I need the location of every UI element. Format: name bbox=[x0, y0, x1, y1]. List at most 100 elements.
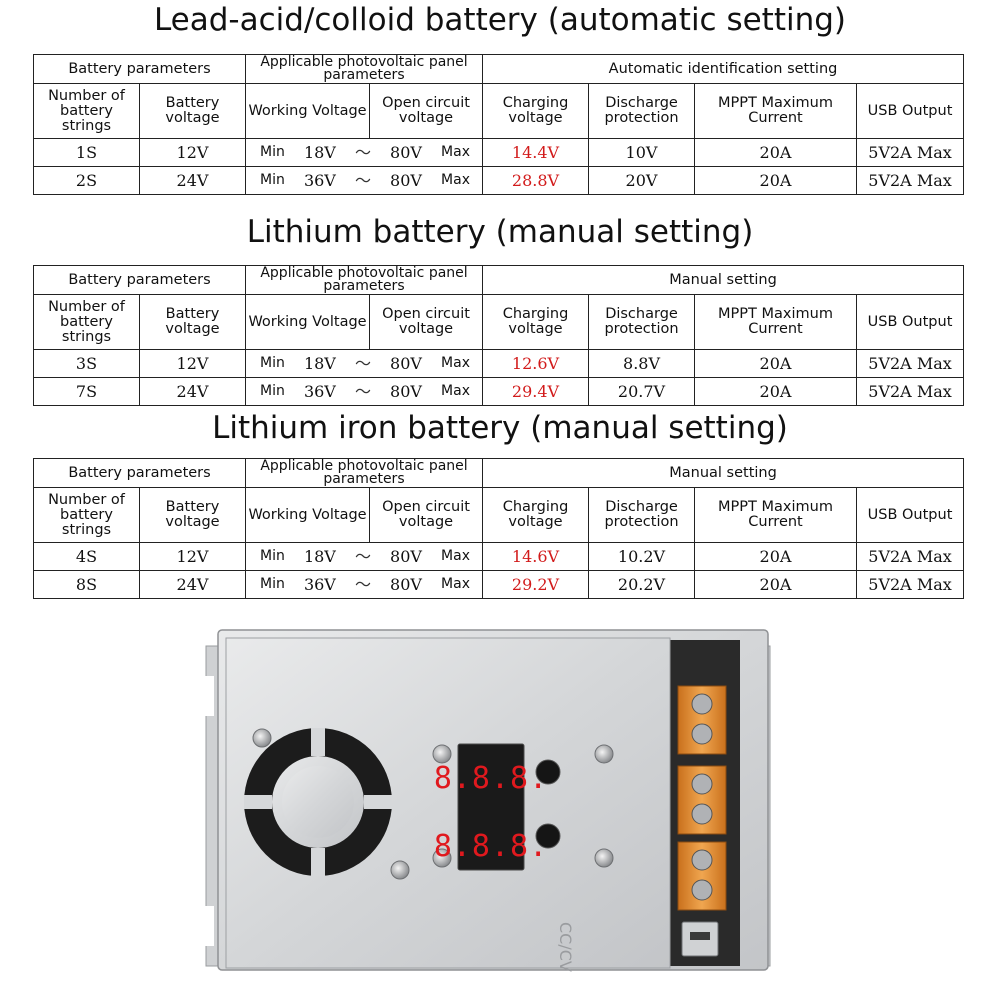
set-button[interactable] bbox=[535, 759, 561, 785]
cell-discharge: 20V bbox=[588, 166, 696, 195]
group-header-battery: Battery parameters bbox=[32, 458, 247, 488]
group-header-pv: Applicable photovoltaic panel parameters bbox=[245, 458, 484, 488]
cell-pv-range: Min 36V ～ 80V Max bbox=[245, 570, 484, 599]
cell-usb: 5V2A Max bbox=[856, 138, 965, 167]
cell-voltage: 12V bbox=[138, 542, 247, 571]
col-header-voltage: Battery voltage bbox=[138, 294, 247, 350]
col-header-discharge: Discharge protection bbox=[588, 83, 696, 139]
cell-voltage: 12V bbox=[138, 138, 247, 167]
pv-max-value: 80V bbox=[390, 547, 422, 566]
pv-max-value: 80V bbox=[390, 382, 422, 401]
cell-usb: 5V2A Max bbox=[856, 570, 965, 599]
cell-usb: 5V2A Max bbox=[856, 349, 965, 378]
min-label: Min bbox=[260, 576, 285, 592]
cell-pv-range: Min 36V ～ 80V Max bbox=[245, 377, 484, 406]
cell-charging: 14.6V bbox=[482, 542, 590, 571]
cell-strings: 1S bbox=[33, 138, 140, 167]
cell-strings: 7S bbox=[33, 377, 140, 406]
lead-acid-table: Battery parameters Applicable photovolta… bbox=[32, 54, 965, 195]
cell-discharge: 20.7V bbox=[588, 377, 696, 406]
cell-pv-range: Min 18V ～ 80V Max bbox=[245, 138, 484, 167]
table-row: 4S 12V Min 18V ～ 80V Max 14.6V 10.2V 20A… bbox=[33, 542, 965, 571]
pv-max-value: 80V bbox=[390, 354, 422, 373]
cell-voltage: 12V bbox=[138, 349, 247, 378]
col-header-usb: USB Output bbox=[856, 487, 965, 543]
col-header-voltage: Battery voltage bbox=[138, 83, 247, 139]
pv-max-value: 80V bbox=[390, 575, 422, 594]
screw-icon bbox=[432, 848, 452, 868]
cell-strings: 4S bbox=[33, 542, 140, 571]
cell-charging: 14.4V bbox=[482, 138, 590, 167]
cell-pv-range: Min 36V ～ 80V Max bbox=[245, 166, 484, 195]
pv-min-value: 36V bbox=[303, 382, 336, 401]
pv-min-value: 18V bbox=[303, 143, 336, 162]
min-label: Min bbox=[260, 144, 285, 160]
range-tilde: ～ bbox=[354, 382, 371, 401]
screw-icon bbox=[594, 744, 614, 764]
table-row: 2S 24V Min 36V ～ 80V Max 28.8V 20V 20A 5… bbox=[33, 166, 965, 195]
col-header-usb: USB Output bbox=[856, 294, 965, 350]
col-header-discharge: Discharge protection bbox=[588, 294, 696, 350]
min-label: Min bbox=[260, 355, 285, 371]
cell-mppt: 20A bbox=[694, 377, 858, 406]
col-header-mppt: MPPT Maximum Current bbox=[694, 83, 858, 139]
cell-voltage: 24V bbox=[138, 377, 247, 406]
pv-min-value: 36V bbox=[303, 171, 336, 190]
cell-charging: 29.2V bbox=[482, 570, 590, 599]
col-header-charging: Charging voltage bbox=[482, 294, 590, 350]
screw-icon bbox=[390, 860, 410, 880]
display-digits: 8.8.8. bbox=[434, 829, 548, 864]
led-display bbox=[457, 743, 525, 871]
table-column-header-row: Number of battery strings Battery voltag… bbox=[33, 294, 965, 350]
cell-discharge: 10.2V bbox=[588, 542, 696, 571]
group-header-battery: Battery parameters bbox=[32, 265, 247, 295]
mode-button[interactable] bbox=[535, 823, 561, 849]
cell-discharge: 10V bbox=[588, 138, 696, 167]
col-header-open: Open circuit voltage bbox=[369, 294, 484, 350]
lithium-table: Battery parameters Applicable photovolta… bbox=[32, 265, 965, 406]
table-title-lithium-iron: Lithium iron battery (manual setting) bbox=[212, 410, 788, 446]
group-header-pv: Applicable photovoltaic panel parameters bbox=[245, 54, 484, 84]
col-header-strings: Number of battery strings bbox=[33, 83, 140, 139]
cell-pv-range: Min 18V ～ 80V Max bbox=[245, 542, 484, 571]
cell-mppt: 20A bbox=[694, 570, 858, 599]
group-header-setting: Manual setting bbox=[482, 458, 965, 488]
range-tilde: ～ bbox=[354, 354, 371, 373]
pv-min-value: 18V bbox=[303, 354, 336, 373]
group-header-setting: Automatic identification setting bbox=[482, 54, 965, 84]
terminal-block bbox=[677, 685, 727, 755]
pv-min-value: 18V bbox=[303, 547, 336, 566]
cell-strings: 2S bbox=[33, 166, 140, 195]
max-label: Max bbox=[441, 144, 470, 160]
group-header-setting: Manual setting bbox=[482, 265, 965, 295]
cell-mppt: 20A bbox=[694, 349, 858, 378]
table-group-header-row: Battery parameters Applicable photovolta… bbox=[32, 458, 965, 488]
max-label: Max bbox=[441, 548, 470, 564]
cell-usb: 5V2A Max bbox=[856, 166, 965, 195]
col-header-discharge: Discharge protection bbox=[588, 487, 696, 543]
range-tilde: ～ bbox=[354, 575, 371, 594]
terminal-block bbox=[677, 841, 727, 911]
cc-cv-label: CC/CV bbox=[556, 922, 575, 972]
col-header-strings: Number of battery strings bbox=[33, 487, 140, 543]
controller-product-photo: 8.8.8. 8.8.8. CC/CV bbox=[200, 629, 771, 972]
col-header-charging: Charging voltage bbox=[482, 487, 590, 543]
lithium-iron-table: Battery parameters Applicable photovolta… bbox=[32, 458, 965, 599]
col-header-working: Working Voltage bbox=[245, 487, 371, 543]
cell-strings: 3S bbox=[33, 349, 140, 378]
screw-icon bbox=[252, 728, 272, 748]
cell-usb: 5V2A Max bbox=[856, 542, 965, 571]
pv-max-value: 80V bbox=[390, 171, 422, 190]
col-header-open: Open circuit voltage bbox=[369, 83, 484, 139]
table-row: 1S 12V Min 18V ～ 80V Max 14.4V 10V 20A 5… bbox=[33, 138, 965, 167]
cell-strings: 8S bbox=[33, 570, 140, 599]
range-tilde: ～ bbox=[354, 143, 371, 162]
min-label: Min bbox=[260, 548, 285, 564]
table-group-header-row: Battery parameters Applicable photovolta… bbox=[32, 54, 965, 84]
cell-charging: 12.6V bbox=[482, 349, 590, 378]
col-header-charging: Charging voltage bbox=[482, 83, 590, 139]
col-header-strings: Number of battery strings bbox=[33, 294, 140, 350]
table-row: 3S 12V Min 18V ～ 80V Max 12.6V 8.8V 20A … bbox=[33, 349, 965, 378]
col-header-mppt: MPPT Maximum Current bbox=[694, 487, 858, 543]
cell-voltage: 24V bbox=[138, 570, 247, 599]
